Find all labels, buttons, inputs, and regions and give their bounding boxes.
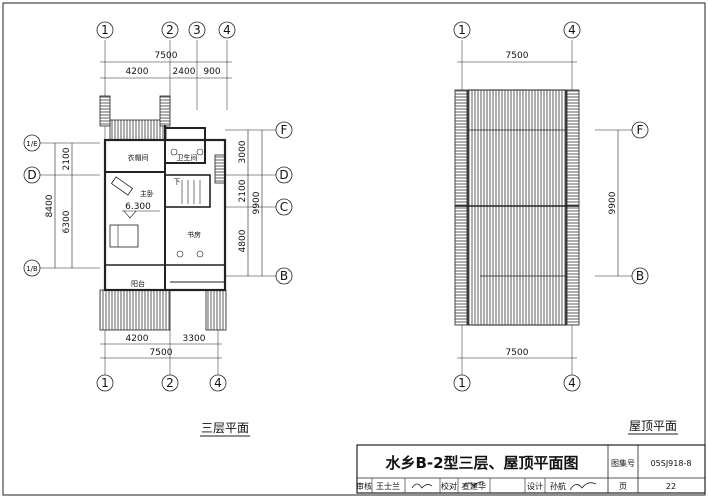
room-label-study: 书房: [187, 230, 201, 239]
axis-label: C: [280, 200, 288, 214]
dimension: 2100: [238, 179, 248, 202]
axis-label: 3: [193, 23, 201, 37]
axis-label: 2: [166, 376, 174, 390]
page-label: 页: [619, 482, 627, 491]
title-block-texts: 水乡B-2型三层、屋顶平面图 图集号 05SJ918-8 审核 王士兰 校对 宣…: [356, 454, 691, 491]
axis-label: 4: [568, 376, 576, 390]
dimension: 900: [203, 67, 220, 77]
axis-label: F: [637, 123, 644, 137]
designer-name: 孙航: [550, 481, 566, 491]
dimension: 2400: [173, 67, 196, 77]
axis-label: 1: [101, 376, 109, 390]
atlas-label: 图集号: [611, 458, 635, 468]
third-floor-plan: [23, 21, 293, 437]
stair-down-label: 下: [174, 178, 181, 186]
third-floor-plan-labels: 1 2 3 4 1 2 4 1/E D 1/B F D C B 7500 420…: [26, 23, 288, 435]
room-label-master: 主卧: [140, 189, 154, 198]
dimension: 3000: [238, 140, 248, 163]
dimension: 4800: [238, 229, 248, 252]
axis-label: 1: [101, 23, 109, 37]
design-label: 设计: [527, 481, 543, 491]
dimension: 6300: [62, 210, 72, 233]
dimension: 7500: [506, 348, 529, 358]
elevation-label: 6.300: [125, 202, 151, 212]
roof-plan: [453, 21, 678, 435]
axis-label: 4: [568, 23, 576, 37]
axis-label: 1: [458, 23, 466, 37]
title-block: [356, 444, 706, 494]
check-label: 校对: [441, 481, 457, 491]
checker-name: 宣建华: [462, 481, 486, 491]
dimension: 7500: [150, 348, 173, 358]
axis-label: B: [636, 269, 644, 283]
dimension: 4200: [126, 334, 149, 344]
dimension: 2100: [62, 147, 72, 170]
atlas-number: 05SJ918-8: [651, 459, 692, 468]
room-label-bath: 卫生间: [177, 153, 198, 162]
room-label-balcony: 阳台: [131, 279, 145, 288]
review-label: 审核: [356, 481, 372, 491]
axis-label: D: [27, 168, 36, 182]
plan-caption: 三层平面: [201, 421, 249, 435]
axis-label: 2: [166, 23, 174, 37]
axis-label: 1/E: [26, 140, 37, 148]
dimension: 9900: [608, 191, 618, 214]
axis-label: 4: [223, 23, 231, 37]
axis-label: 4: [214, 376, 222, 390]
dimension: 7500: [155, 51, 178, 61]
room-label-closet: 衣帽间: [128, 153, 149, 162]
dimension: 9900: [252, 191, 262, 214]
dimension: 7500: [506, 51, 529, 61]
axis-label: F: [281, 123, 288, 137]
dimension: 4200: [126, 67, 149, 77]
axis-label: 1: [458, 376, 466, 390]
plan-caption: 屋顶平面: [629, 419, 677, 433]
axis-label: D: [279, 168, 288, 182]
dimension: 8400: [45, 194, 55, 217]
drawing-title: 水乡B-2型三层、屋顶平面图: [385, 454, 578, 472]
roof-plan-labels: 1 4 1 4 F B 7500 7500 9900 屋顶平面: [458, 23, 677, 433]
page-number: 22: [666, 482, 676, 491]
axis-label: B: [280, 269, 288, 283]
reviewer-name: 王士兰: [376, 481, 400, 491]
axis-label: 1/B: [26, 265, 38, 273]
dimension: 3300: [183, 334, 206, 344]
